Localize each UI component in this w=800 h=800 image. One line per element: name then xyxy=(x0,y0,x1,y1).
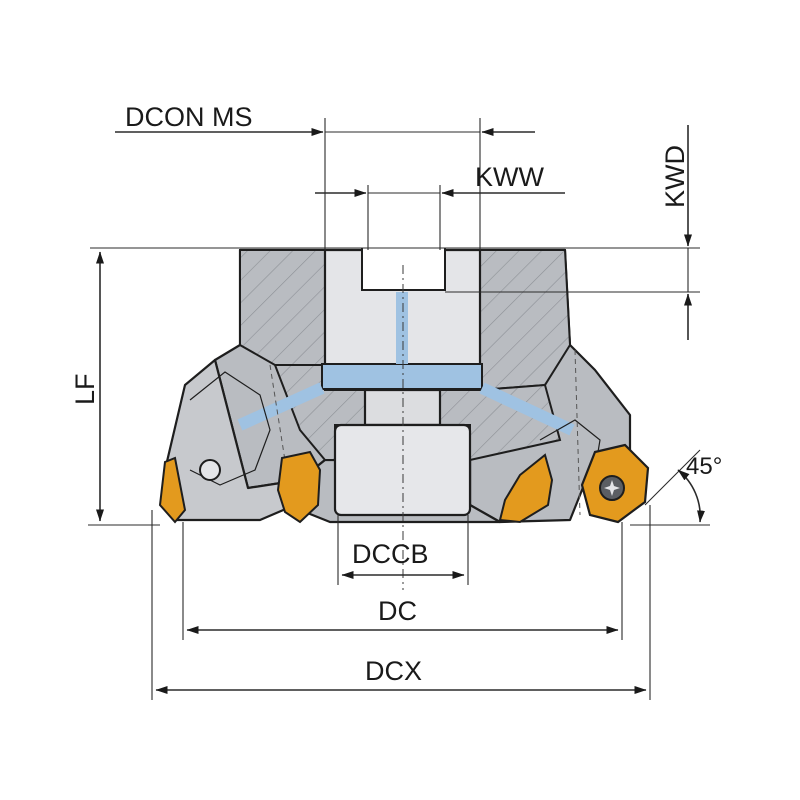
construction-lines xyxy=(88,118,710,700)
dim-angle-arc xyxy=(677,469,706,523)
hidden-edge-right xyxy=(574,349,581,516)
insert-center-left xyxy=(276,450,322,524)
coolant-vertical-channel xyxy=(396,292,408,364)
label-dcx: DCX xyxy=(365,656,422,686)
label-dc: DC xyxy=(378,596,417,626)
coolant-branch-left xyxy=(237,382,325,431)
coolant-ring-channel xyxy=(321,363,483,390)
label-angle-45: 45° xyxy=(686,453,722,480)
torx-screw-star-icon xyxy=(604,480,620,496)
dimension-labels: DCON MS KWW KWD LF DCCB DC DCX 45° xyxy=(70,102,722,686)
left-chip-pocket xyxy=(163,358,302,522)
label-dccb: DCCB xyxy=(352,539,429,569)
coolant-branch-right xyxy=(479,382,575,436)
insert-left-edge xyxy=(158,456,187,524)
cutter-body xyxy=(163,248,632,524)
label-dcon-ms: DCON MS xyxy=(125,102,253,132)
cutting-inserts xyxy=(158,443,650,524)
inner-detail-left xyxy=(189,371,271,486)
ext-angle-lead xyxy=(644,449,701,506)
label-kww: KWW xyxy=(475,162,544,192)
dimension-lines xyxy=(96,125,706,694)
screw-hole-left xyxy=(199,459,221,481)
label-kwd: KWD xyxy=(660,145,690,208)
insert-center-right xyxy=(498,453,554,524)
label-lf: LF xyxy=(70,373,100,405)
